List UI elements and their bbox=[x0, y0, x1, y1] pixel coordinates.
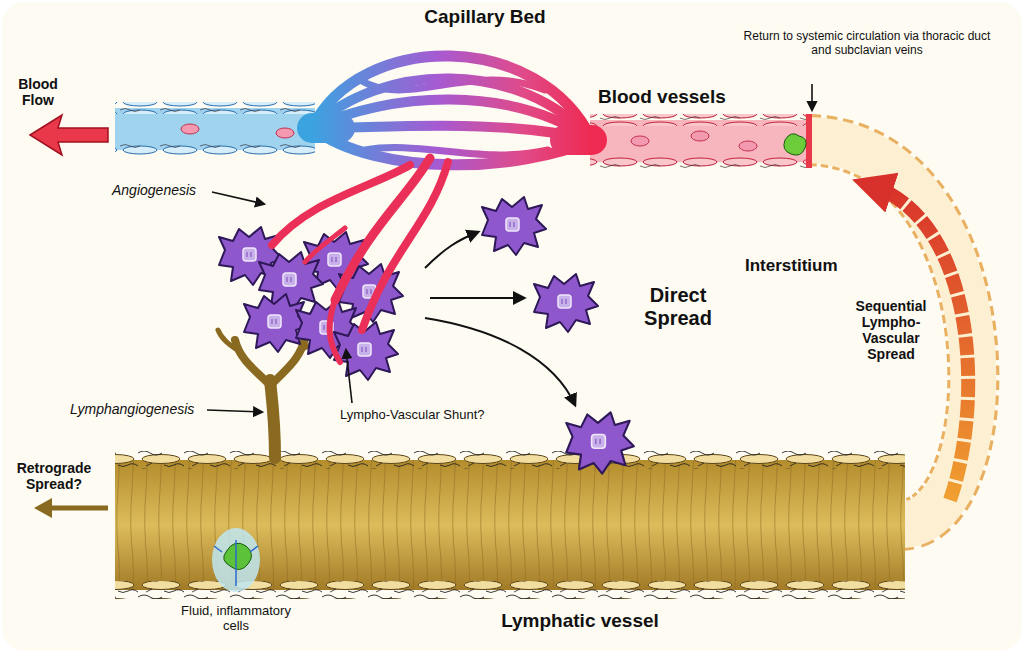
return-note: Return to systemic circulation via thora… bbox=[742, 30, 992, 58]
vessel-title: Blood vessels bbox=[598, 86, 758, 108]
blood-flow-arrow bbox=[30, 115, 108, 155]
disseminating-cells bbox=[482, 197, 634, 474]
question-label: Lympho-Vascular Shunt? bbox=[340, 408, 515, 423]
process-label: Lymphangiogenesis bbox=[70, 401, 205, 417]
retrograde-arrow bbox=[34, 498, 108, 518]
region-title: Capillary Bed bbox=[385, 6, 585, 28]
leader-arrows bbox=[207, 84, 812, 412]
artery bbox=[590, 114, 812, 168]
flow-label: Blood Flow bbox=[8, 76, 68, 108]
spread-arrows bbox=[425, 232, 575, 405]
spread-label: Retrograde Spread? bbox=[6, 460, 102, 492]
spread-label: Direct Spread bbox=[628, 284, 728, 330]
note-label: Fluid, inflammatory cells bbox=[176, 604, 296, 634]
capillary-bed bbox=[312, 56, 592, 165]
vein bbox=[115, 102, 315, 156]
region-label: Interstitium bbox=[745, 256, 865, 276]
process-label: Angiogenesis bbox=[112, 182, 212, 198]
lymphatic-vessel bbox=[115, 451, 905, 599]
vessel-title: Lymphatic vessel bbox=[470, 610, 690, 632]
spread-label: Sequential Lympho-Vascular Spread bbox=[843, 298, 939, 362]
angiogenesis-vessels bbox=[272, 158, 448, 362]
inflammatory-cell bbox=[212, 528, 260, 592]
